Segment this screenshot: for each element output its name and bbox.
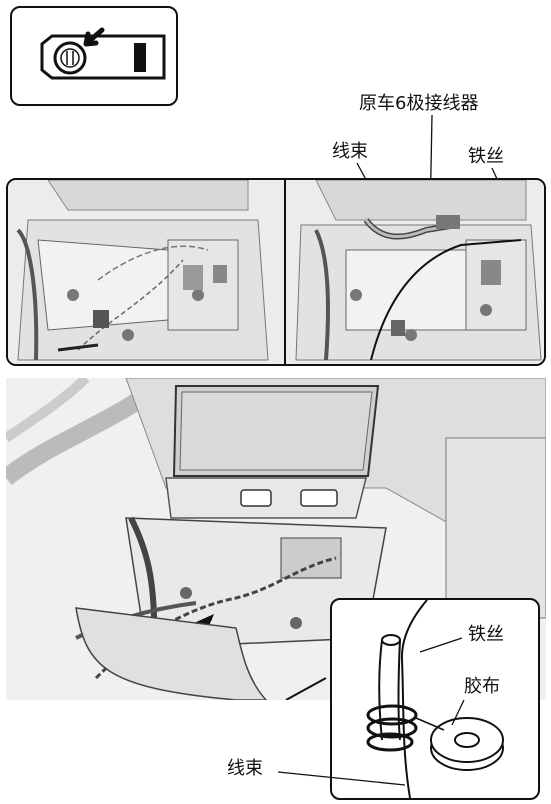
label-harness-bottom: 线束 [227, 758, 263, 779]
connector-removal-icon [40, 27, 166, 80]
label-connector-6pin: 原车6极接线器 [359, 93, 479, 114]
panel-divider [284, 180, 286, 364]
connector-removal-icon-box [10, 6, 178, 106]
detail-callout-box: 铁丝 胶布 [330, 598, 540, 800]
label-harness-top: 线束 [332, 141, 368, 162]
label-wire-detail: 铁丝 [468, 624, 504, 645]
label-tape-detail: 胶布 [464, 676, 500, 697]
bottom-main-diagram [6, 378, 546, 700]
middle-panel [6, 178, 546, 366]
left-view-diagram [8, 180, 284, 364]
right-view-diagram [286, 180, 544, 364]
wire-wrap-detail [366, 600, 504, 798]
label-wire-top: 铁丝 [468, 146, 504, 167]
